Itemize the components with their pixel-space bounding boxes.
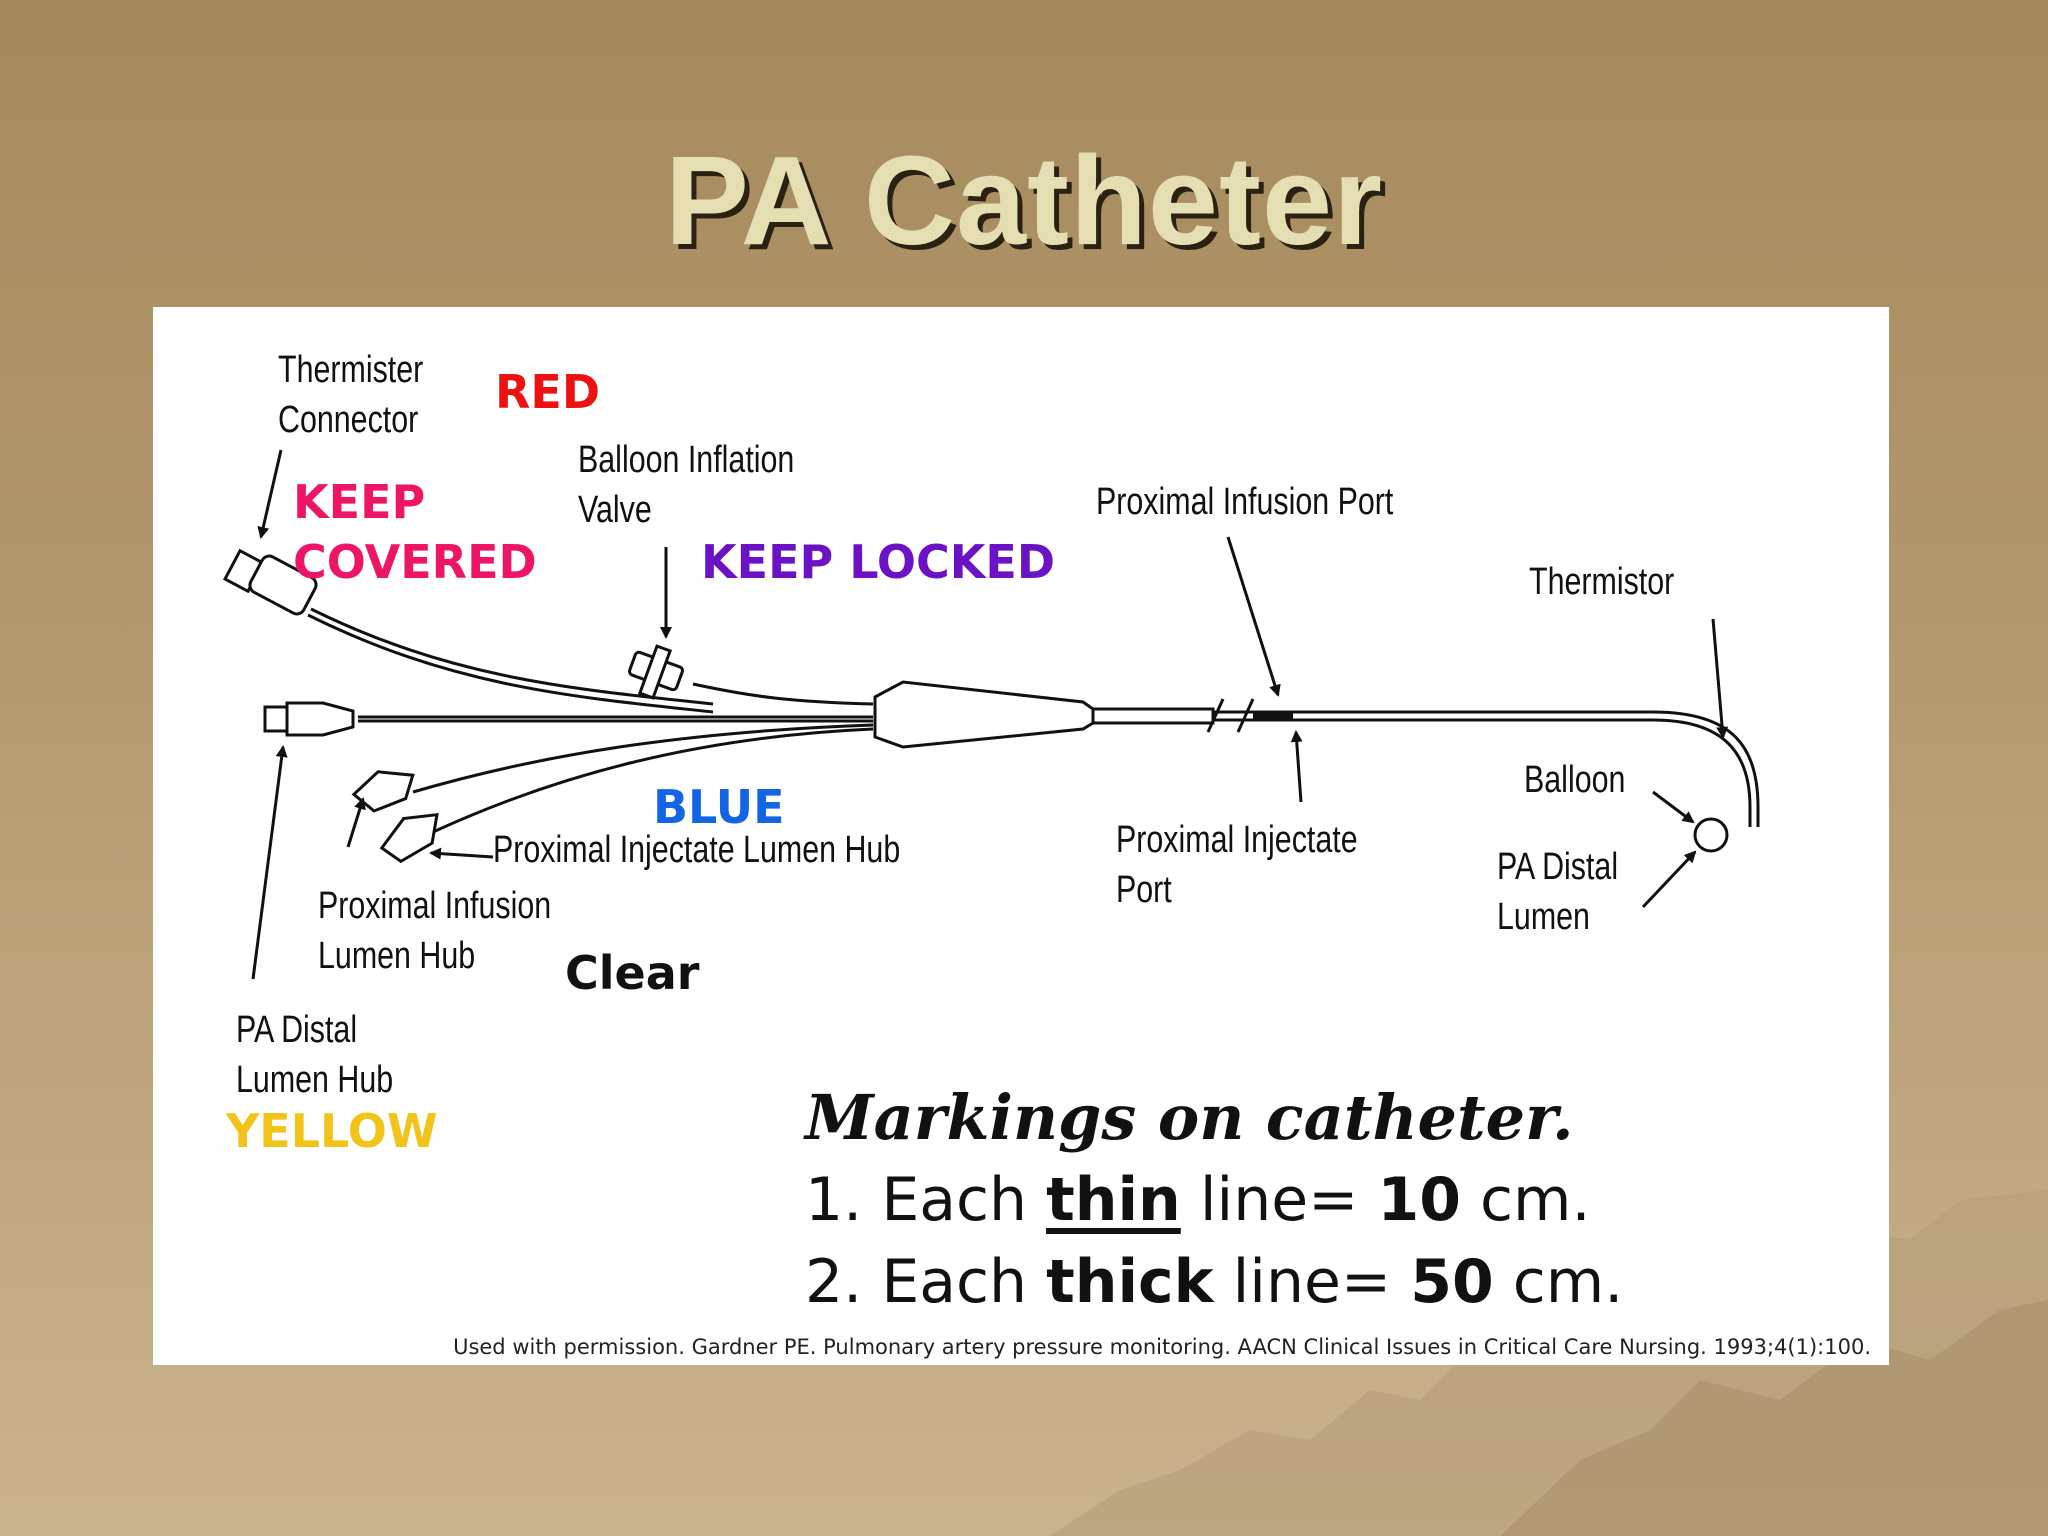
tag-keep-locked: KEEP LOCKED [701, 535, 1056, 589]
markings-line-1-middle: line= [1180, 1165, 1378, 1235]
tag-blue: BLUE [653, 780, 785, 834]
tag-red: RED [495, 365, 601, 419]
balloon-valve-shape [628, 644, 684, 700]
label-thermister-connector: Thermister Connector [278, 349, 424, 441]
thermister-connector-shape [222, 548, 318, 616]
catheter-markings-notes: Markings on catheter. 1. Each thin line=… [805, 1077, 1623, 1323]
tag-yellow: YELLOW [226, 1104, 438, 1158]
balloon-shape [1693, 817, 1729, 853]
label-pa-distal-lumen-hub: PA Distal Lumen Hub [236, 1009, 394, 1101]
label-thermistor: Thermistor [1529, 561, 1675, 603]
markings-line-2: 2. Each thick line= 50 cm. [805, 1241, 1623, 1323]
label-balloon-inflation-valve: Balloon Inflation Valve [578, 439, 795, 531]
pointer-arrows [251, 449, 1729, 980]
catheter-diagram [222, 449, 1760, 980]
markings-line-1-emph: thin [1046, 1165, 1181, 1235]
infusion-hub-shape [351, 770, 415, 813]
markings-line-2-suffix: cm. [1493, 1247, 1624, 1317]
catheter-figure: Thermister Connector Balloon Inflation V… [153, 307, 1889, 1365]
markings-line-2-emph: thick [1046, 1247, 1214, 1317]
tag-keep-covered: KEEP COVERED [293, 475, 537, 589]
label-proximal-injectate-port: Proximal Injectate Port [1116, 819, 1358, 911]
distal-hub-shape [263, 701, 355, 737]
label-proximal-injectate-lumen-hub: Proximal Injectate Lumen Hub [493, 829, 901, 871]
markings-line-1-value: 10 [1377, 1165, 1461, 1235]
break-marks [1206, 698, 1293, 733]
markings-line-2-value: 50 [1410, 1247, 1494, 1317]
markings-line-1-suffix: cm. [1460, 1165, 1591, 1235]
label-pa-distal-lumen: PA Distal Lumen [1497, 846, 1619, 938]
slide-title: PA Catheter [664, 130, 1384, 271]
markings-line-1: 1. Each thin line= 10 cm. [805, 1159, 1623, 1241]
injectate-hub-shape [379, 812, 439, 864]
markings-line-2-middle: line= [1213, 1247, 1411, 1317]
label-proximal-infusion-port: Proximal Infusion Port [1096, 481, 1394, 523]
label-proximal-infusion-lumen-hub: Proximal Infusion Lumen Hub [318, 885, 552, 977]
tag-clear: Clear [565, 946, 700, 1000]
markings-title: Markings on catheter. [805, 1081, 1574, 1154]
label-balloon: Balloon [1524, 759, 1626, 801]
catheter-lines [307, 607, 1760, 834]
markings-line-1-prefix: 1. Each [805, 1165, 1047, 1235]
markings-line-2-prefix: 2. Each [805, 1247, 1047, 1317]
citation: Used with permission. Gardner PE. Pulmon… [453, 1335, 1871, 1359]
catheter-manifold [873, 680, 1095, 749]
